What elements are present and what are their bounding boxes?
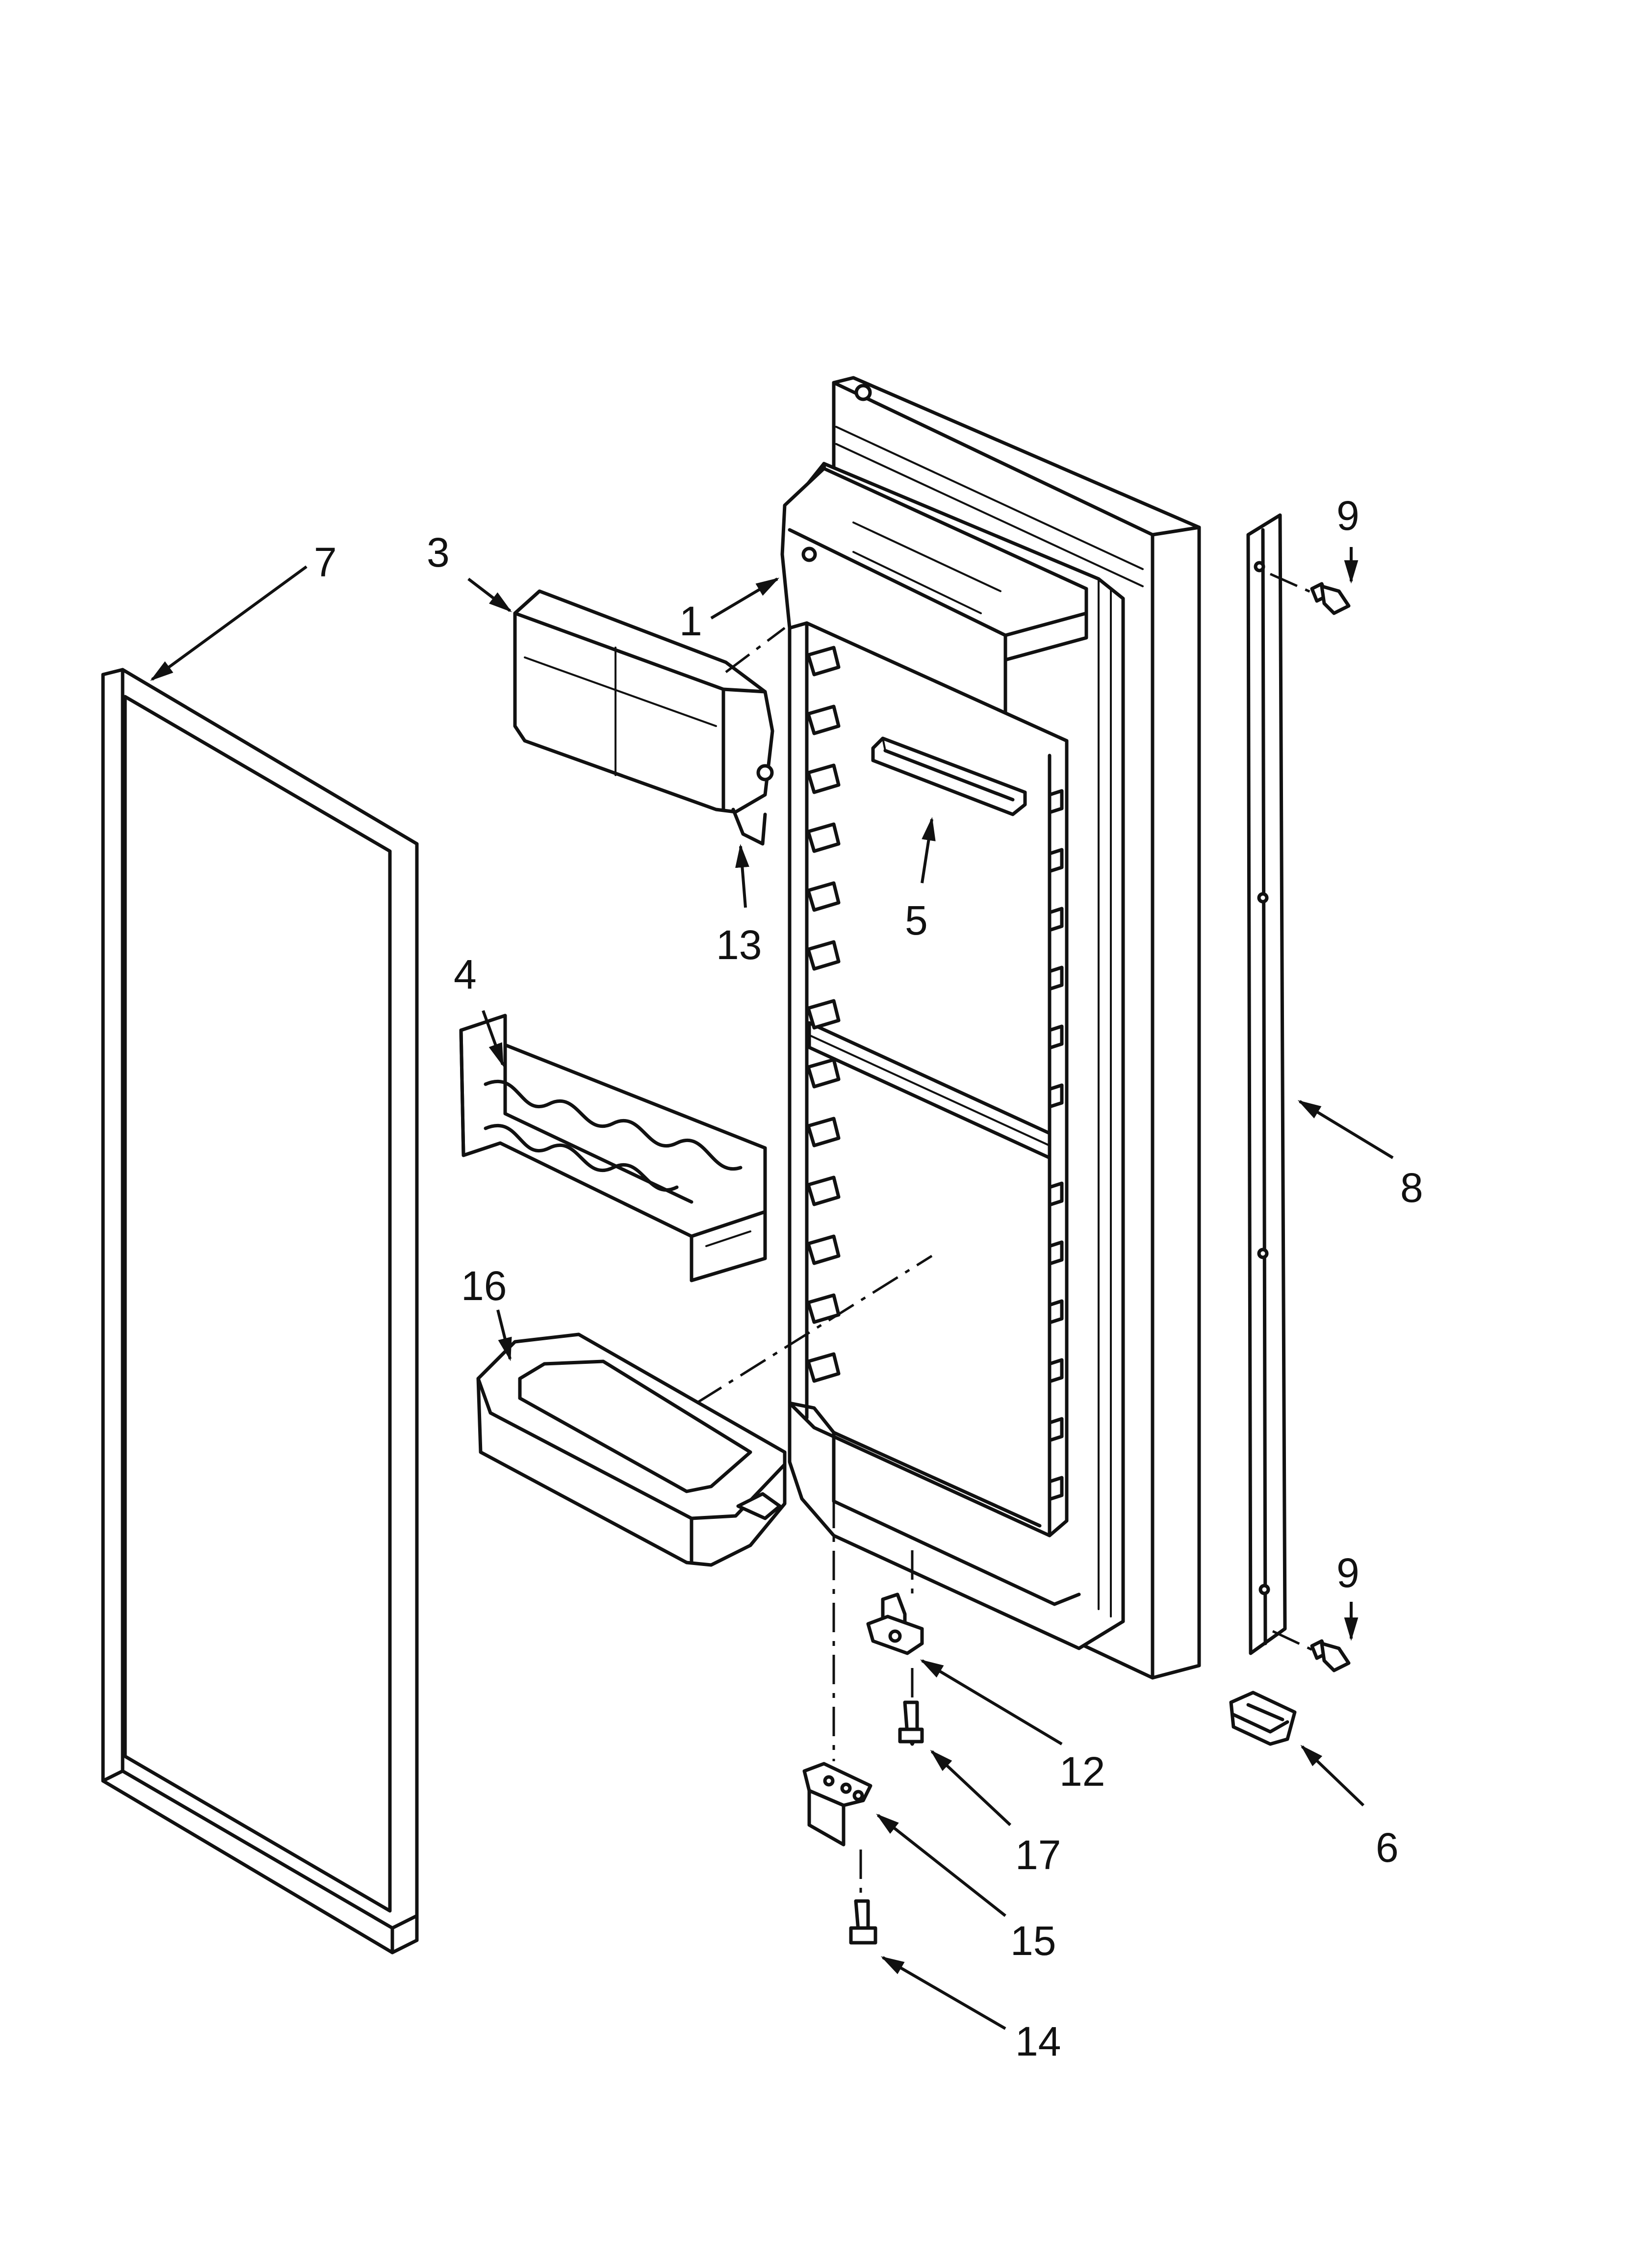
- trim-screw-bottom: [1310, 1639, 1351, 1672]
- hinge-pin-screw: [898, 1700, 924, 1746]
- callout-6: 6: [1376, 1825, 1399, 1871]
- left-shelf-clips: [806, 646, 841, 1383]
- callout-17: 17: [1015, 1832, 1061, 1878]
- callout-16: 16: [461, 1263, 507, 1309]
- callout-1: 1: [679, 598, 702, 644]
- callout-8: 8: [1400, 1165, 1423, 1211]
- hinge-pin: [866, 1592, 924, 1655]
- door-assembly: [780, 376, 1201, 1680]
- door-cam: [1229, 1691, 1297, 1746]
- callout-13: 13: [716, 922, 762, 968]
- callout-labels: 1 3 4 5 6 7 8 9 9 12 13 14 15 16 17: [314, 493, 1423, 2064]
- callout-14: 14: [1015, 2018, 1061, 2064]
- hinge-bracket-screw: [849, 1899, 877, 1945]
- right-shelf-clips: [1048, 789, 1064, 1501]
- callout-7: 7: [314, 539, 337, 585]
- utility-tray: [871, 736, 1027, 816]
- callout-5: 5: [905, 897, 928, 943]
- door-bin: [476, 1332, 787, 1567]
- door-trim: [1246, 513, 1287, 1655]
- callout-9-top: 9: [1336, 493, 1360, 539]
- trim-screw-top: [1310, 582, 1351, 615]
- callout-12: 12: [1059, 1748, 1105, 1795]
- callout-9-bottom: 9: [1336, 1550, 1360, 1596]
- can-rack: [459, 1014, 767, 1282]
- hinge-bracket: [802, 1762, 872, 1847]
- callout-4: 4: [454, 951, 477, 997]
- assembly-lines: [695, 573, 1315, 1899]
- callout-15: 15: [1010, 1918, 1056, 1964]
- callout-3: 3: [427, 529, 450, 575]
- door-gasket: [101, 668, 419, 1955]
- dairy-cover: [513, 589, 774, 846]
- leader-lines: [150, 547, 1394, 2030]
